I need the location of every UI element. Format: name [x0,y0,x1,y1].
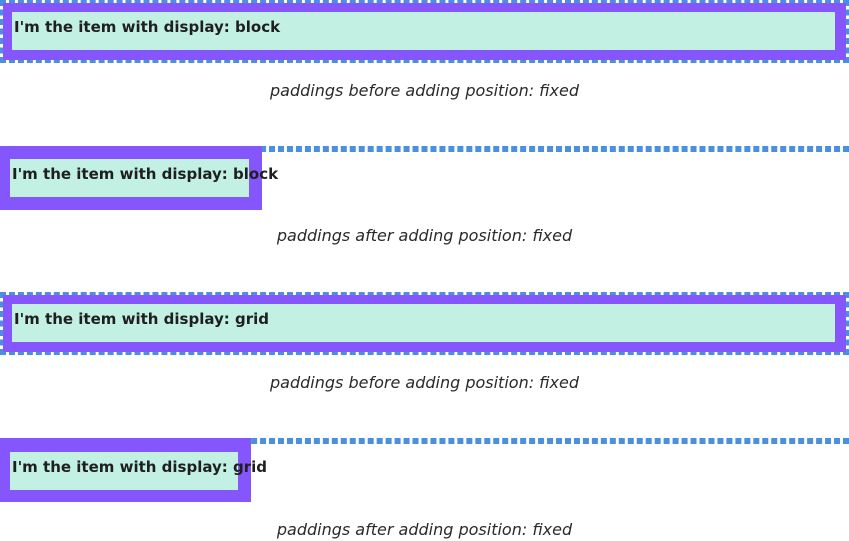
caption-before: paddings before adding position: fixed [270,373,579,392]
dashed-container: I'm the item with display: block [0,0,849,63]
padding-box: I'm the item with display: grid [3,295,846,352]
item-display-block: I'm the item with display: block [10,159,278,197]
caption-after: paddings after adding position: fixed [276,520,573,539]
padding-box: I'm the item with display: block [3,3,846,60]
demo-grid-before: I'm the item with display: grid paddings… [0,292,849,402]
caption-after: paddings after adding position: fixed [276,226,573,245]
padding-box: I'm the item with display: grid [0,438,267,502]
demo-grid-after: I'm the item with display: grid paddings… [0,438,849,541]
demo-block-before: I'm the item with display: block padding… [0,0,849,120]
item-display-grid: I'm the item with display: grid [12,304,835,342]
item-display-block: I'm the item with display: block [12,12,835,50]
dashed-container [0,438,849,444]
dashed-container: I'm the item with display: grid [0,292,849,355]
demo-block-after: I'm the item with display: block padding… [0,146,849,256]
caption-before: paddings before adding position: fixed [270,81,579,100]
padding-box: I'm the item with display: block [0,146,278,210]
dashed-container [0,146,849,152]
item-display-grid: I'm the item with display: grid [10,452,267,490]
